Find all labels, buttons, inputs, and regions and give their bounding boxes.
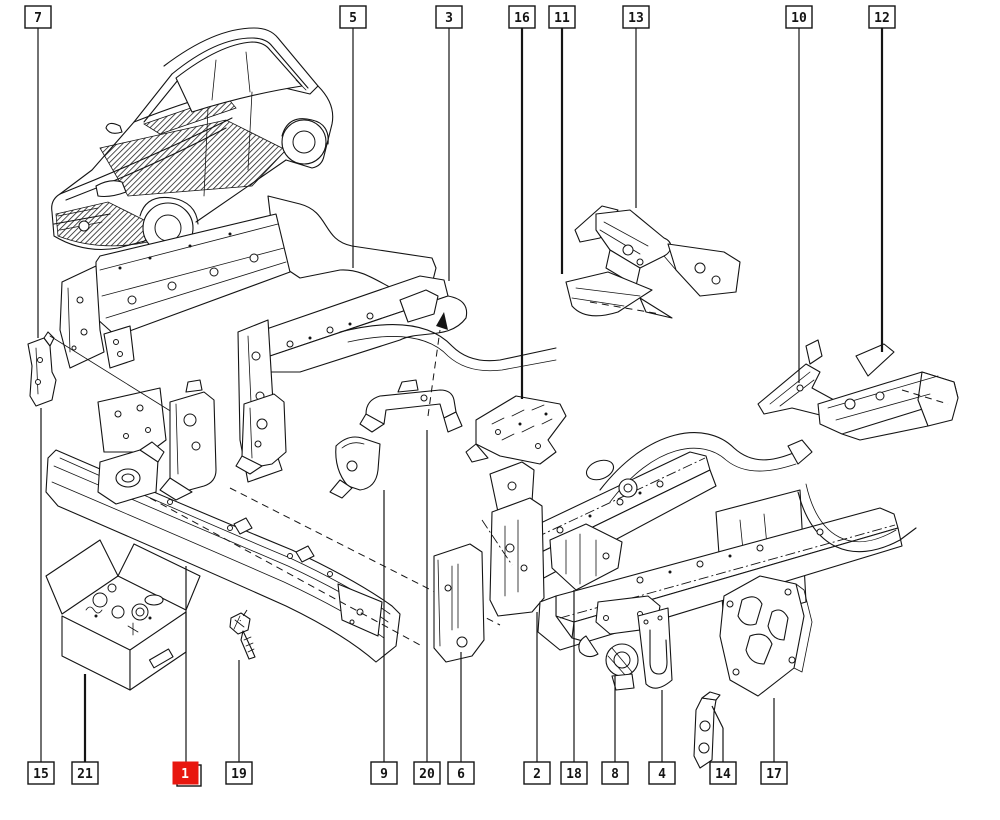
callout-number: 15	[33, 767, 49, 782]
arrow-head	[436, 312, 448, 330]
callout-6[interactable]: 6	[447, 652, 475, 785]
callout-2[interactable]: 2	[523, 612, 551, 785]
callout-box[interactable]	[27, 761, 55, 785]
callout-14[interactable]: 14	[709, 705, 737, 785]
callout-box[interactable]	[435, 5, 463, 29]
part-engine-mounting-plate	[465, 395, 567, 465]
part-closing-wedge	[565, 271, 673, 319]
callout-13[interactable]: 13	[622, 5, 650, 208]
callout-number: 10	[791, 11, 807, 26]
callout-11[interactable]: 11	[548, 5, 576, 274]
callout-box[interactable]	[370, 761, 398, 785]
callout-box[interactable]	[560, 761, 588, 785]
callout-16[interactable]: 16	[508, 5, 536, 399]
callout-number: 18	[566, 767, 582, 782]
callout-12[interactable]: 12	[868, 5, 896, 352]
car-headlight	[95, 180, 127, 198]
callout-8[interactable]: 8	[601, 676, 629, 785]
part-front-side-member-upper-left	[59, 195, 437, 453]
leader-elbow-14	[711, 705, 724, 729]
callout-number: 9	[380, 767, 388, 782]
callout-number: 12	[874, 11, 890, 26]
part-closing-panel-assembly	[574, 205, 741, 297]
callout-box[interactable]	[760, 761, 788, 785]
part-ribbed-bracket	[549, 523, 623, 591]
callout-20[interactable]: 20	[413, 430, 441, 785]
part-side-member-extension	[817, 343, 959, 441]
part-side-member-front-plate	[97, 387, 167, 453]
callout-box[interactable]	[523, 761, 551, 785]
callout-10[interactable]: 10	[785, 5, 813, 383]
callout-box[interactable]	[548, 5, 576, 29]
part-pointed-bracket	[757, 339, 835, 417]
part-hook-bracket	[637, 607, 673, 689]
callout-15[interactable]: 15	[27, 408, 55, 785]
callout-17[interactable]: 17	[760, 698, 788, 785]
callout-box[interactable]	[24, 5, 52, 29]
callout-number: 2	[533, 767, 541, 782]
part-reinforcement-plate	[719, 575, 813, 697]
part-strip-bracket	[693, 691, 721, 769]
callout-box[interactable]	[508, 5, 536, 29]
callout-7[interactable]: 7	[24, 5, 52, 338]
callout-21[interactable]: 21	[71, 674, 99, 785]
callout-box[interactable]	[868, 5, 896, 29]
callout-box[interactable]	[225, 761, 253, 785]
callout-18[interactable]: 18	[560, 590, 588, 785]
car-bumper-shading	[55, 201, 157, 247]
callout-box[interactable]	[785, 5, 813, 29]
callout-5[interactable]: 5	[339, 5, 367, 268]
callout-box[interactable]	[601, 761, 629, 785]
callout-box[interactable]	[648, 761, 676, 785]
callout-number: 7	[34, 11, 42, 26]
callout-box[interactable]	[709, 761, 737, 785]
callout-3[interactable]: 3	[435, 5, 463, 281]
callout-number: 13	[628, 11, 644, 26]
car-windows	[175, 41, 303, 113]
callout-number: 14	[715, 767, 731, 782]
callout-box[interactable]	[339, 5, 367, 29]
part-crash-box-left	[159, 379, 217, 501]
callout-box[interactable]	[71, 761, 99, 785]
callout-4[interactable]: 4	[648, 690, 676, 785]
callout-number: 1	[181, 767, 189, 782]
car-mirror	[105, 122, 123, 134]
callout-box[interactable]	[622, 5, 650, 29]
part-crash-box-front-right	[481, 497, 545, 617]
part-support-bracket	[359, 379, 463, 433]
callout-box-highlighted[interactable]	[172, 761, 199, 785]
callout-number: 6	[457, 767, 465, 782]
callout-number: 11	[554, 11, 570, 26]
callout-number: 17	[766, 767, 782, 782]
callout-1[interactable]: 1	[172, 566, 202, 787]
callout-9[interactable]: 9	[370, 490, 398, 785]
callout-number: 20	[419, 767, 435, 782]
car-illustration	[51, 27, 334, 254]
car-foglight	[78, 220, 90, 232]
car-engine-bay-shading	[99, 119, 287, 197]
part-shim-plate	[103, 325, 135, 369]
part-closing-plate-small	[329, 436, 381, 499]
part-bolt	[229, 612, 256, 660]
construction-line-left	[49, 335, 173, 413]
part-side-plate	[433, 543, 485, 663]
assembly-dash-line-1	[149, 497, 421, 646]
part-mounting-bracket-left	[27, 331, 57, 407]
arrow-dash-line	[427, 329, 441, 417]
callout-number: 5	[349, 11, 357, 26]
bolt-dash-line	[239, 609, 248, 622]
callout-box[interactable]	[413, 761, 441, 785]
callout-19[interactable]: 19	[225, 660, 253, 785]
callout-number: 3	[445, 11, 453, 26]
part-hardware-kit-box	[45, 539, 201, 691]
callout-number: 19	[231, 767, 247, 782]
callout-box[interactable]	[447, 761, 475, 785]
part-beam-bracket-bush	[97, 441, 165, 505]
callout-number: 4	[658, 767, 666, 782]
part-crash-box-right	[235, 393, 287, 475]
callout-number: 21	[77, 767, 93, 782]
callout-number: 8	[611, 767, 619, 782]
callout-number: 16	[514, 11, 530, 26]
